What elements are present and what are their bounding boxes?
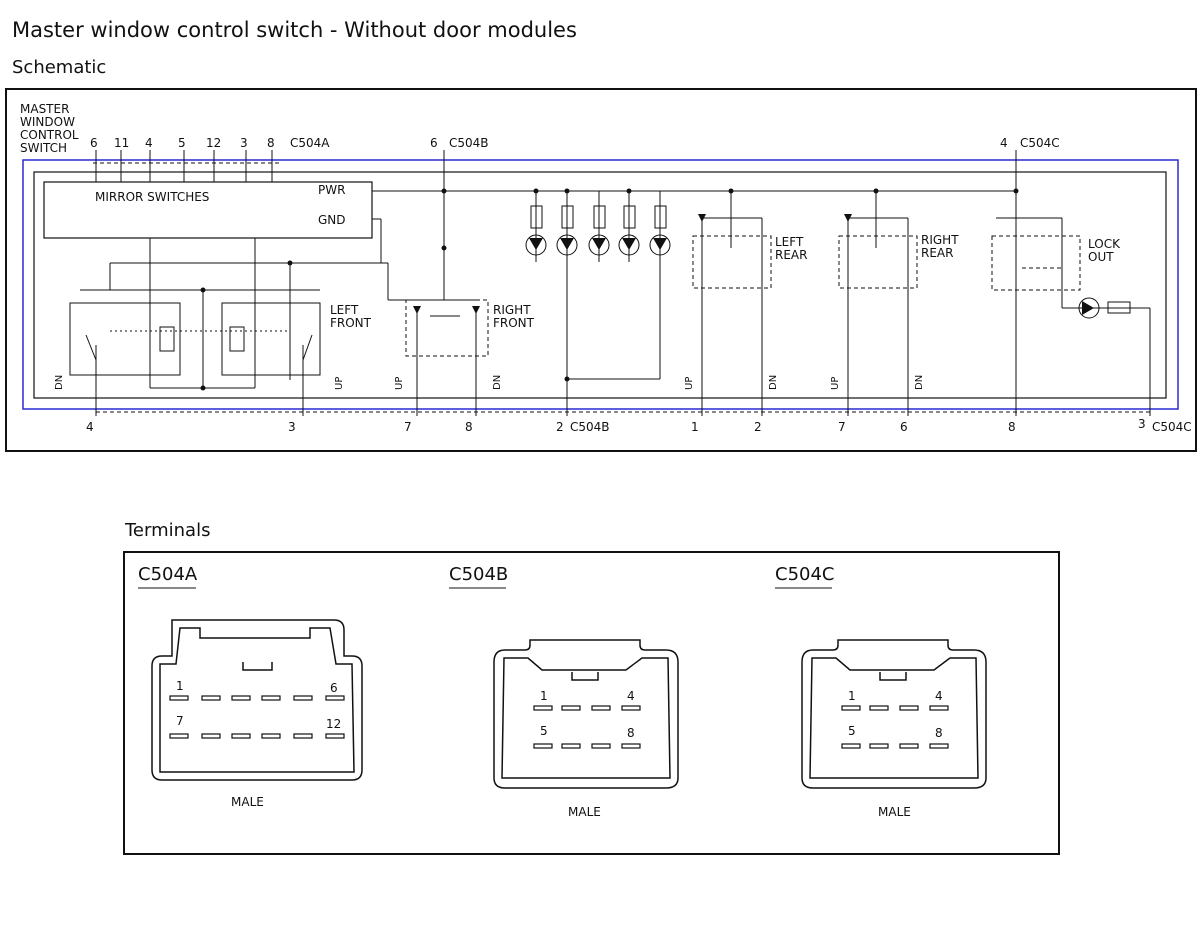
right-front-label-2: FRONT [493, 316, 535, 330]
c504c-bottom-pin: 1 [691, 420, 699, 434]
connector-name: C504C [775, 564, 835, 585]
dn-label: DN [768, 375, 779, 390]
connector-c504a-face [151, 619, 363, 781]
right-front-switch-box [405, 299, 489, 357]
terminal-pin: 1 [540, 689, 548, 703]
connector-c504b-face [493, 639, 679, 789]
c504b-bottom-pin: 8 [465, 420, 473, 434]
c504c-label-bottom: C504C [1152, 420, 1192, 434]
connector-name: C504B [449, 564, 508, 585]
terminals-heading: Terminals [125, 520, 211, 541]
c504a-top-pin: 4 [145, 136, 153, 150]
c504a-top-pin: 11 [114, 136, 129, 150]
terminal-pin: 12 [326, 717, 341, 731]
page-title: Master window control switch - Without d… [12, 18, 577, 42]
terminal-pin: 5 [540, 724, 548, 738]
left-front-switch-box [221, 302, 321, 376]
left-rear-mirror-switch-box [69, 302, 181, 376]
terminal-pin: 1 [848, 689, 856, 703]
switch-body [33, 171, 1167, 399]
c504b-label-top: C504B [449, 136, 489, 150]
terminal-pin: 5 [848, 724, 856, 738]
c504b-label-bottom: C504B [570, 420, 610, 434]
right-rear-label-1: RIGHT [921, 233, 959, 247]
gender-label: MALE [231, 795, 264, 809]
c504a-label-top: C504A [290, 136, 330, 150]
up-label: UP [684, 377, 695, 390]
component-label-line1: MASTER [20, 102, 69, 116]
terminal-pin: 4 [627, 689, 635, 703]
pwr-label: PWR [318, 183, 345, 197]
c504a-top-pin: 5 [178, 136, 186, 150]
schematic-heading: Schematic [12, 57, 107, 78]
c504a-top-pin: 6 [90, 136, 98, 150]
c504b-top-pin: 6 [430, 136, 438, 150]
up-label: UP [830, 377, 841, 390]
c504a-top-pin: 8 [267, 136, 275, 150]
right-front-label-1: RIGHT [493, 303, 531, 317]
c504c-bottom-pin: 6 [900, 420, 908, 434]
schematic-frame [5, 88, 1197, 452]
left-rear-switch-box [692, 235, 772, 289]
left-rear-label-2: REAR [775, 248, 807, 262]
gender-label: MALE [878, 805, 911, 819]
right-rear-label-2: REAR [921, 246, 953, 260]
c504a-top-pin: 3 [240, 136, 248, 150]
terminal-pin: 8 [935, 726, 943, 740]
terminal-pin: 1 [176, 679, 184, 693]
connector-c504c-face [801, 639, 987, 789]
left-front-label-1: LEFT [330, 303, 359, 317]
left-rear-label-1: LEFT [775, 235, 804, 249]
gnd-label: GND [318, 213, 346, 227]
c504a-bottom-pin: 4 [86, 420, 94, 434]
component-label-line2: WINDOW [20, 115, 75, 129]
connector-name: C504A [138, 564, 198, 585]
left-front-label-2: FRONT [330, 316, 372, 330]
up-label: UP [394, 377, 405, 390]
right-rear-switch-box [838, 235, 918, 289]
c504c-bottom-pin: 2 [754, 420, 762, 434]
c504a-bottom-pin: 3 [288, 420, 296, 434]
lock-out-label-1: LOCK [1088, 237, 1121, 251]
gender-label: MALE [568, 805, 601, 819]
c504c-bottom-pin: 3 [1138, 417, 1146, 431]
dn-label: DN [492, 375, 503, 390]
c504b-bottom-pin: 7 [404, 420, 412, 434]
component-label-line3: CONTROL [20, 128, 79, 142]
component-label-line4: SWITCH [20, 141, 67, 155]
c504c-bottom-pin: 7 [838, 420, 846, 434]
c504c-bottom-pin: 8 [1008, 420, 1016, 434]
dn-label: DN [914, 375, 925, 390]
module-boundary [22, 159, 1179, 410]
dn-label: DN [54, 375, 65, 390]
c504a-top-pin: 12 [206, 136, 221, 150]
mirror-switches-block [43, 181, 373, 239]
c504b-bottom-pin: 2 [556, 420, 564, 434]
mirror-switches-label: MIRROR SWITCHES [95, 190, 209, 204]
lock-out-label-2: OUT [1088, 250, 1114, 264]
c504c-top-pin: 4 [1000, 136, 1008, 150]
terminal-pin: 4 [935, 689, 943, 703]
terminals-frame [123, 551, 1060, 855]
terminal-pin: 6 [330, 681, 338, 695]
terminal-pin: 7 [176, 714, 184, 728]
lock-out-switch-box [991, 235, 1081, 291]
up-label: UP [334, 377, 345, 390]
c504c-label-top: C504C [1020, 136, 1060, 150]
terminal-pin: 8 [627, 726, 635, 740]
